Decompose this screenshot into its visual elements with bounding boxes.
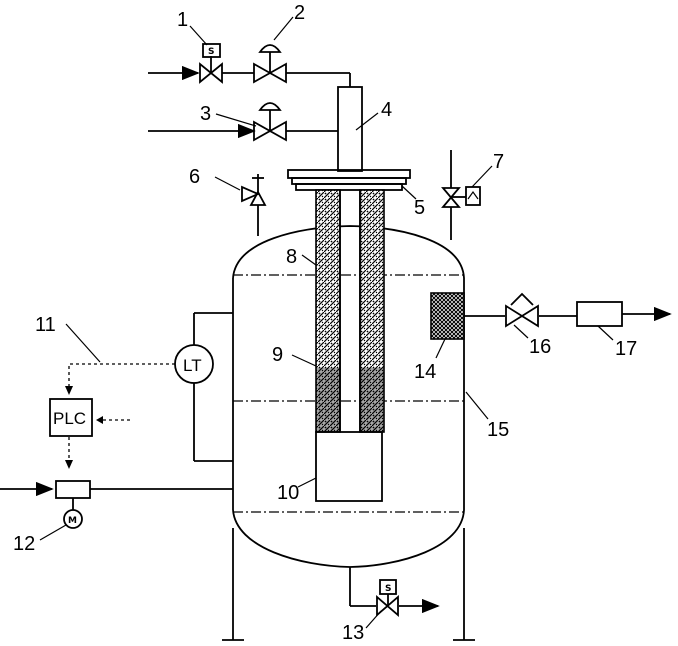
dip-pipe bbox=[337, 86, 363, 172]
label-16: 16 bbox=[529, 336, 551, 358]
safety-valve-6 bbox=[241, 174, 267, 236]
label-17: 17 bbox=[615, 338, 637, 360]
outlet-valve-16 bbox=[505, 292, 539, 328]
label-2: 2 bbox=[294, 2, 305, 24]
plc-label: PLC bbox=[53, 409, 86, 428]
leader-lines bbox=[39, 16, 614, 629]
drain-line bbox=[349, 567, 440, 614]
outlet-filter-14 bbox=[430, 292, 465, 340]
drain-solenoid-valve-13: S bbox=[376, 579, 399, 617]
label-3: 3 bbox=[200, 103, 211, 125]
callout-numbers: 1 2 3 4 5 6 7 8 9 10 11 12 13 14 15 16 1… bbox=[13, 2, 637, 644]
label-6: 6 bbox=[189, 166, 200, 188]
solenoid-label-13: S bbox=[385, 584, 391, 594]
motor-label: M bbox=[68, 516, 77, 526]
solenoid-valve-1: S bbox=[199, 43, 223, 84]
solenoid-label-1: S bbox=[208, 47, 214, 57]
filter-element bbox=[315, 189, 385, 433]
feed-line-upper bbox=[148, 65, 351, 87]
control-valve-2 bbox=[253, 44, 287, 84]
label-10: 10 bbox=[277, 482, 299, 504]
label-1: 1 bbox=[177, 9, 188, 31]
label-13: 13 bbox=[342, 622, 364, 644]
label-8: 8 bbox=[286, 246, 297, 268]
label-9: 9 bbox=[272, 344, 283, 366]
label-5: 5 bbox=[414, 197, 425, 219]
outlet-line bbox=[464, 306, 672, 322]
outlet-device-17 bbox=[576, 301, 623, 327]
support-legs bbox=[222, 528, 475, 641]
label-11: 11 bbox=[35, 314, 56, 336]
label-12: 12 bbox=[13, 533, 35, 555]
vessel bbox=[232, 225, 465, 568]
flange bbox=[287, 169, 411, 191]
level-transmitter-label: LT bbox=[183, 356, 202, 375]
motor-circle bbox=[63, 509, 83, 529]
label-14: 14 bbox=[414, 361, 436, 383]
label-7: 7 bbox=[493, 151, 504, 173]
label-15: 15 bbox=[487, 419, 509, 441]
label-4: 4 bbox=[381, 99, 392, 121]
control-valve-3 bbox=[253, 102, 287, 142]
signal-lines bbox=[65, 363, 175, 469]
vent-valve-7 bbox=[441, 150, 481, 240]
collection-pot bbox=[315, 431, 383, 502]
plc-box bbox=[49, 398, 93, 437]
level-loop bbox=[193, 312, 233, 462]
motor-valve-12 bbox=[55, 480, 91, 499]
